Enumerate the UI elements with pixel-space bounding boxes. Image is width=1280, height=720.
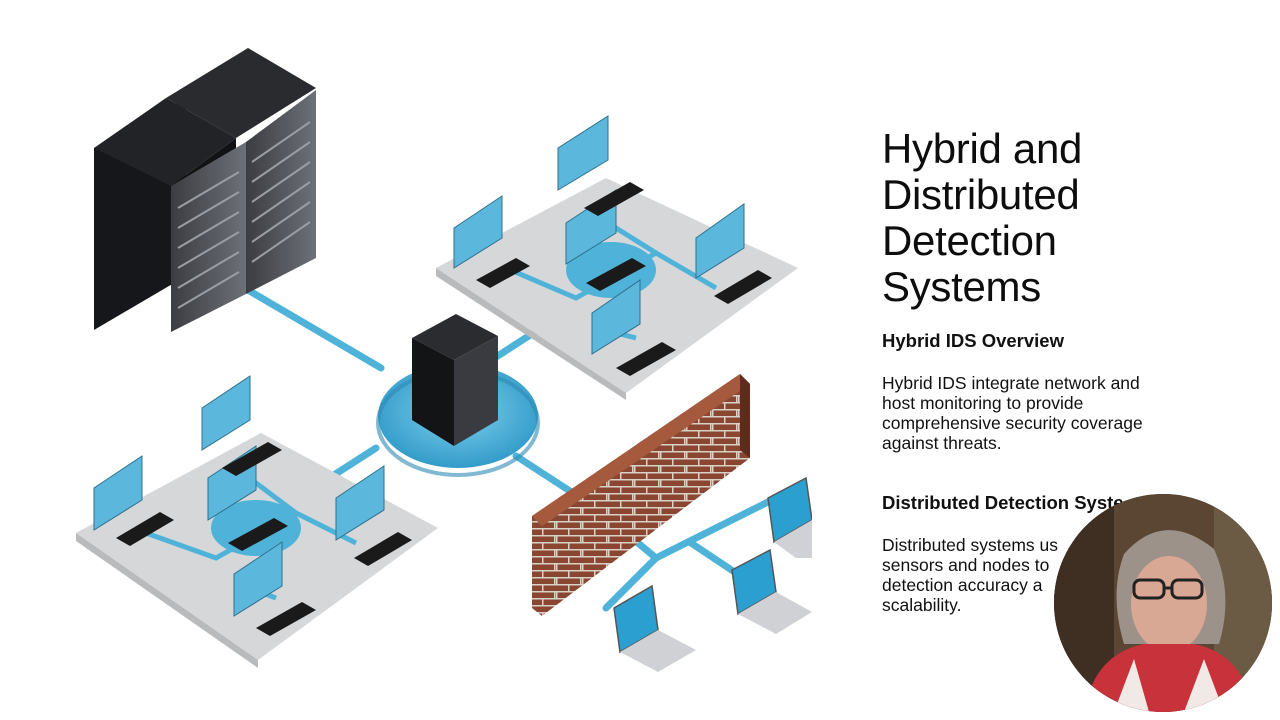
body-line: scalability. — [882, 595, 962, 615]
title-line: Detection — [882, 217, 1057, 264]
title-line: Hybrid and — [882, 125, 1083, 172]
section-body-distributed: Distributed systems us sensors and nodes… — [882, 535, 1212, 615]
section-body-hybrid: Hybrid IDS integrate network and host mo… — [882, 373, 1212, 453]
network-diagram — [76, 48, 812, 672]
firewall-brick-wall-icon — [532, 374, 750, 616]
laptop-group — [613, 476, 812, 672]
server-rack-icon — [94, 48, 316, 332]
body-line: sensors and nodes to — [882, 555, 1050, 575]
slide-text-panel: Hybrid and Distributed Detection Systems… — [882, 126, 1212, 616]
body-line: Distributed systems us — [882, 535, 1059, 555]
title-line: Systems — [882, 263, 1041, 310]
section-heading-distributed: Distributed Detection Syste — [882, 492, 1124, 513]
body-line: host monitoring to provide — [882, 393, 1084, 413]
title-line: Distributed — [882, 171, 1080, 218]
body-line: detection accuracy a — [882, 575, 1043, 595]
presenter-webcam-bubble — [1054, 494, 1272, 712]
body-line: against threats. — [882, 433, 1002, 453]
central-server-hub — [376, 314, 540, 477]
body-line: comprehensive security coverage — [882, 413, 1143, 433]
workstation-cluster-left — [76, 375, 438, 668]
section-heading-hybrid: Hybrid IDS Overview — [882, 330, 1064, 351]
workstation-cluster-right — [436, 115, 798, 400]
network-illustration — [36, 38, 812, 684]
body-line: Hybrid IDS integrate network and — [882, 373, 1140, 393]
presenter-webcam-icon — [1054, 494, 1272, 712]
slide-title: Hybrid and Distributed Detection Systems — [882, 126, 1212, 310]
